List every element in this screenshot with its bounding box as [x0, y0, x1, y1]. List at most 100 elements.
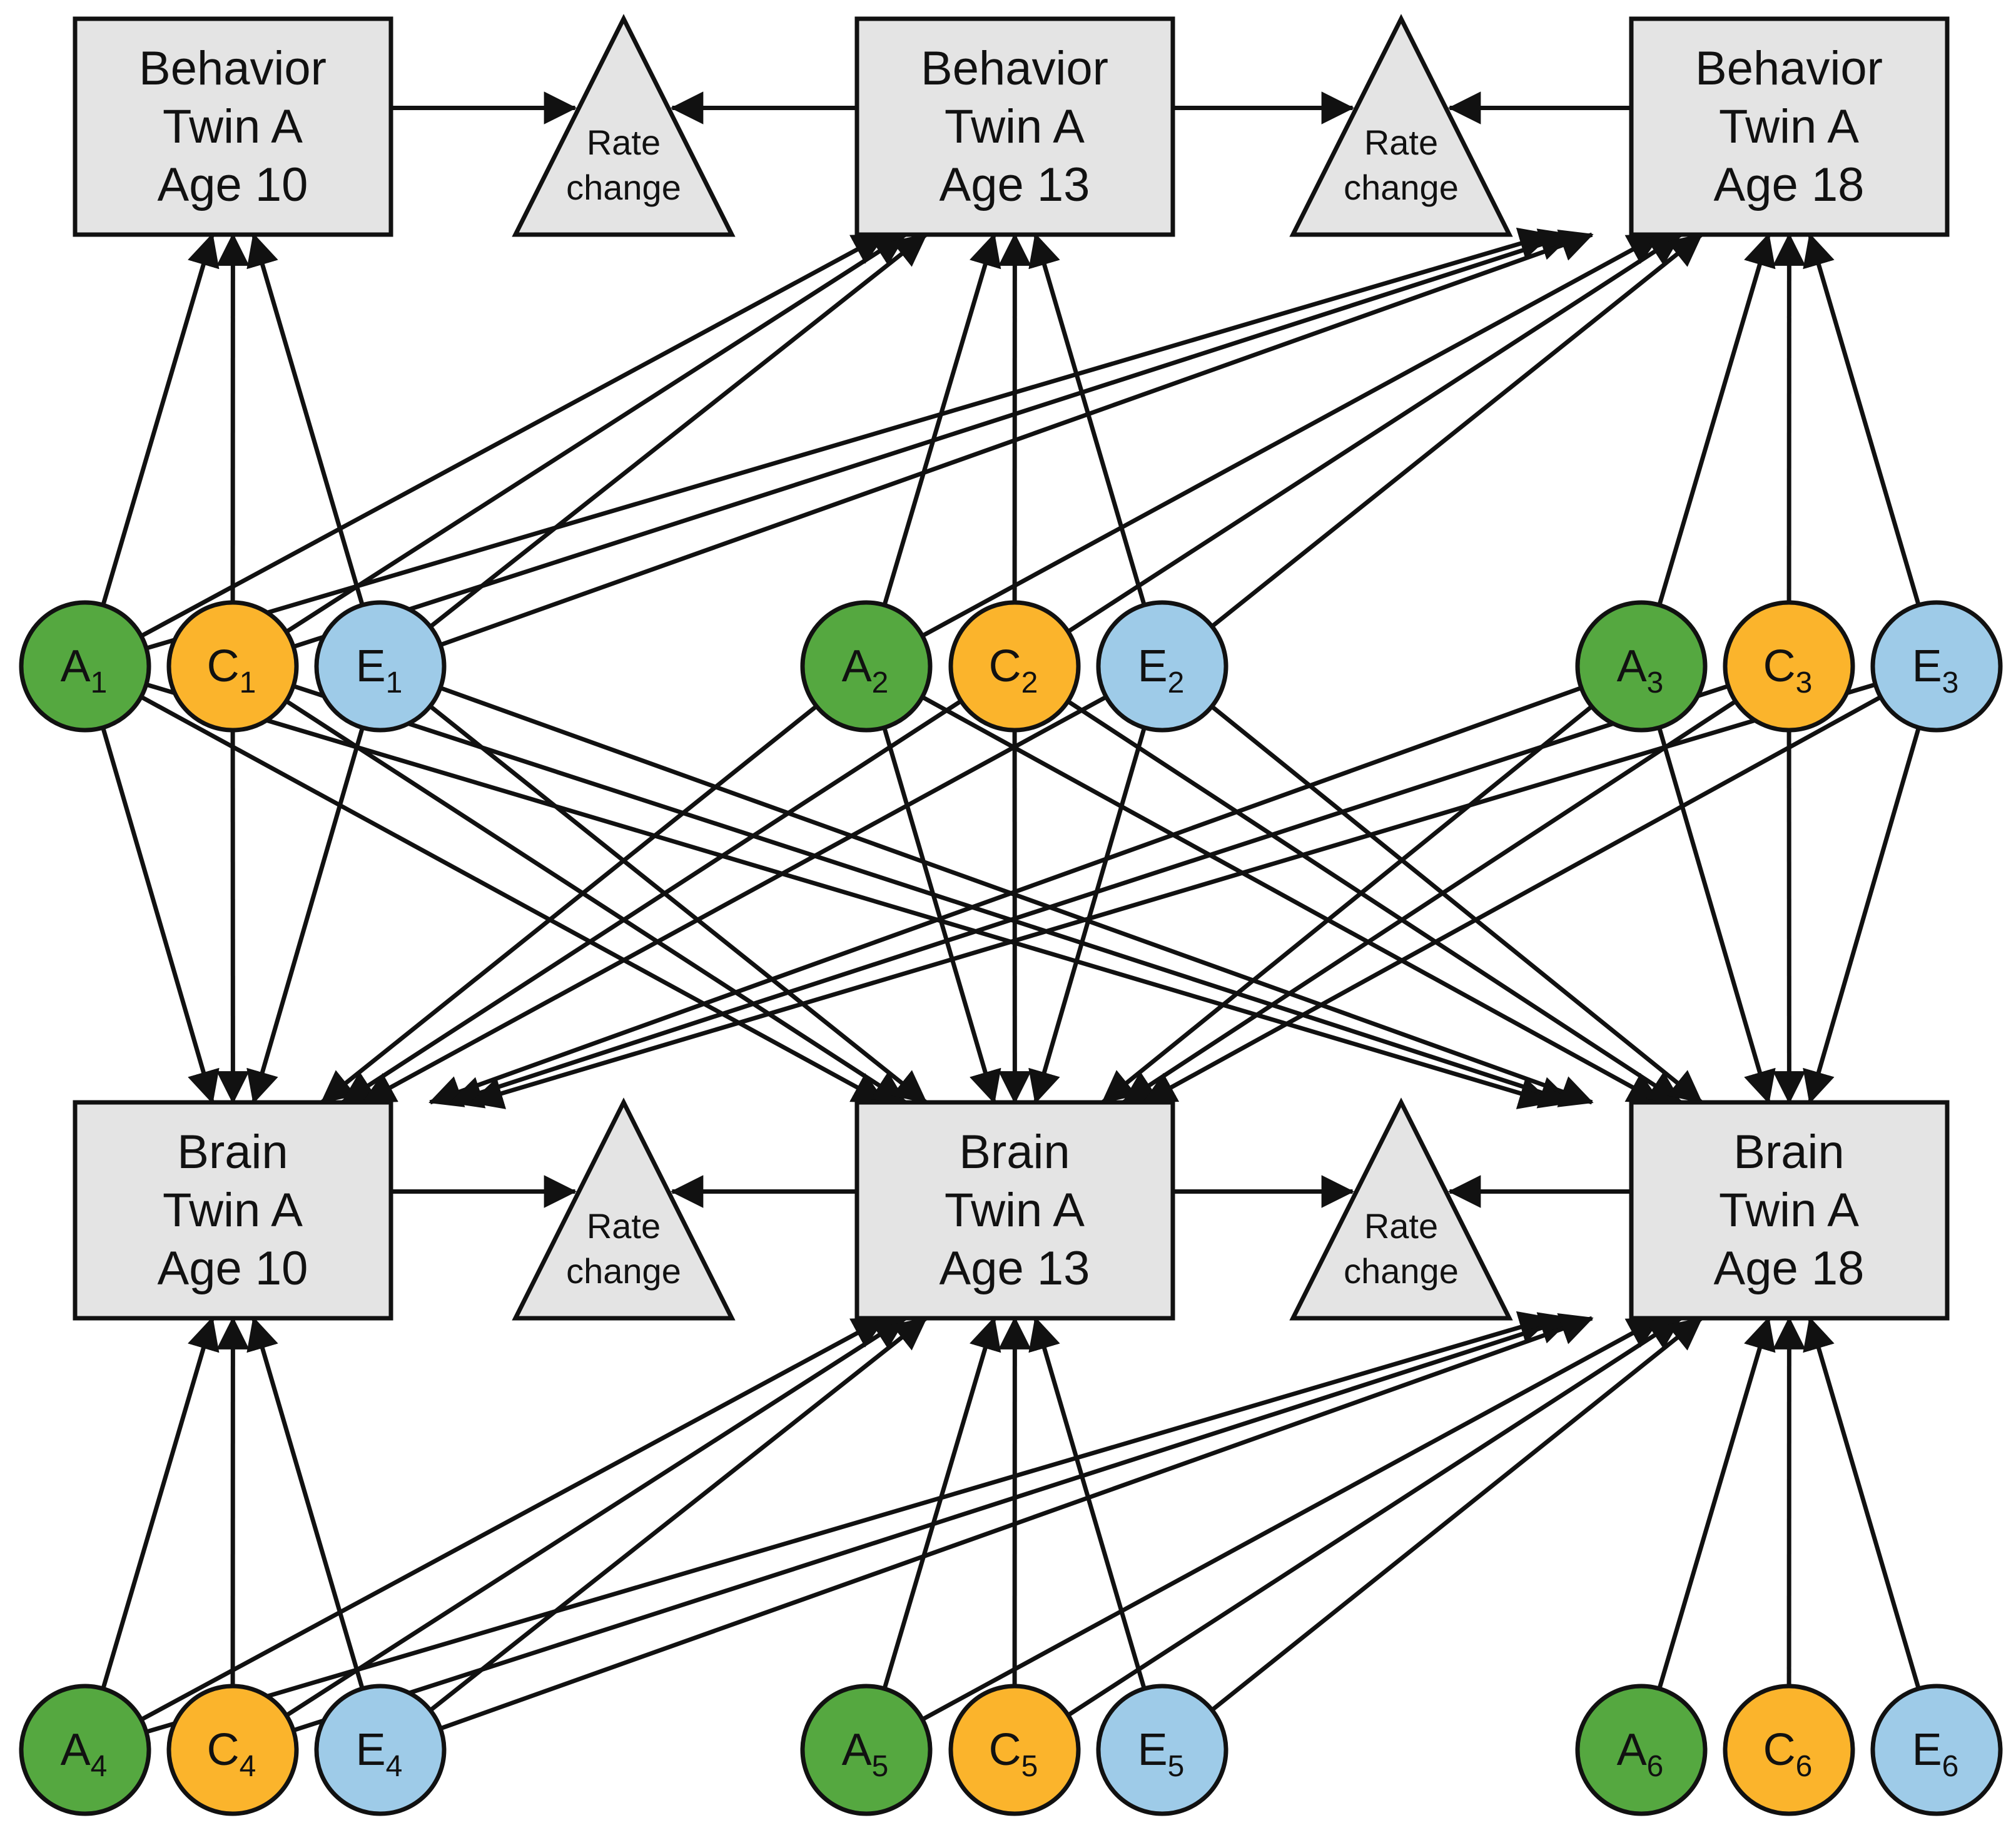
factor-letter: C [989, 1725, 1021, 1775]
factor-label: E1 [356, 641, 403, 699]
box-label-line-2: Twin A [945, 100, 1085, 153]
factor-e2: E2 [1096, 600, 1228, 733]
path-arrow-c4-to-r13 [285, 1316, 907, 1717]
rate-change-triangle-behavior-10-13: Rate change [512, 14, 736, 237]
path-arrow-a4-to-r10 [101, 1316, 220, 1690]
factor-subscript: 3 [1796, 666, 1813, 699]
path-arrow-e3-to-r13 [1142, 695, 1882, 1105]
rate-label-line-2: change [1344, 168, 1459, 207]
factor-label: A6 [1617, 1725, 1664, 1783]
path-arrow-c3-to-r10 [449, 684, 1730, 1109]
factor-subscript: 2 [1021, 666, 1038, 699]
path-arrow-e3-to-r18 [1803, 726, 1921, 1104]
path-arrow-e2-to-b13 [1028, 233, 1147, 606]
path-arrow-c3-to-r13 [1122, 699, 1737, 1104]
box-label-line-2: Twin A [1719, 100, 1859, 153]
factor-circle [1575, 600, 1708, 733]
factor-e4: E4 [314, 1684, 447, 1816]
factor-circle [314, 1684, 447, 1816]
factor-letter: A [842, 1725, 872, 1775]
factor-label: A1 [61, 641, 108, 699]
factor-a2: A2 [800, 600, 933, 733]
factor-circle [1723, 1684, 1855, 1816]
factor-label: C2 [989, 641, 1038, 699]
factor-e3: E3 [1870, 600, 2003, 733]
path-arrow-a3-to-r10 [428, 686, 1583, 1107]
factor-label: C1 [207, 641, 256, 699]
factor-a6: A6 [1575, 1684, 1708, 1816]
factor-circle [1575, 1684, 1708, 1816]
path-arrow-e2-to-r10 [362, 694, 1108, 1105]
factor-subscript: 4 [240, 1750, 256, 1783]
factor-circle [800, 600, 933, 733]
box-label-line-1: Brain [177, 1126, 288, 1179]
box-label-line-2: Twin A [163, 100, 303, 153]
factor-subscript: 1 [91, 666, 108, 699]
path-arrow-e5-to-r13 [1028, 1316, 1147, 1690]
path-arrow-a2-to-b13 [882, 233, 1001, 606]
factor-letter: A [61, 641, 91, 691]
path-arrow-a1-to-r13 [139, 694, 886, 1105]
path-arrow-e5-to-r18 [1210, 1316, 1703, 1712]
factor-c3: C3 [1723, 600, 1855, 733]
factor-subscript: 6 [1796, 1750, 1813, 1783]
factor-subscript: 5 [1168, 1750, 1185, 1783]
factor-subscript: 1 [386, 666, 403, 699]
path-arrow-a2-to-b18 [921, 232, 1662, 638]
path-arrow-a1-to-b13 [140, 232, 886, 638]
path-arrow-e1-to-b13 [428, 233, 928, 629]
path-arrow-e2-to-r13 [1028, 726, 1147, 1104]
path-arrow-c2-to-r10 [341, 699, 963, 1104]
factor-letter: E [1138, 1725, 1168, 1775]
factor-letter: C [989, 641, 1021, 691]
box-label-line-1: Behavior [921, 42, 1108, 95]
factor-circle [948, 1684, 1081, 1816]
factor-subscript: 3 [1647, 666, 1664, 699]
path-arrow-e1-to-b10 [246, 233, 365, 606]
behavior-age-18-box: Behavior Twin A Age 18 [1629, 16, 1950, 237]
path-arrow-a3-to-r13 [1101, 704, 1593, 1104]
path-arrow-a6-to-r18 [1657, 1316, 1776, 1690]
factor-a1: A1 [19, 600, 151, 733]
factor-letter: C [207, 641, 240, 691]
factor-c2: C2 [948, 600, 1081, 733]
path-arrow-c1-to-b13 [285, 233, 907, 634]
factor-subscript: 6 [1647, 1750, 1664, 1783]
path-arrow-a1-to-r18 [145, 682, 1553, 1109]
box-label-line-2: Twin A [163, 1184, 303, 1237]
path-arrow-c2-to-b18 [1066, 233, 1683, 634]
factor-e5: E5 [1096, 1684, 1228, 1816]
factor-letter: E [356, 1725, 386, 1775]
rate-label-line-1: Rate [587, 1206, 661, 1246]
box-label-line-1: Behavior [1695, 42, 1883, 95]
factor-letter: A [1617, 641, 1647, 691]
path-arrow-a5-to-r13 [882, 1316, 1001, 1690]
path-arrow-a3-to-r18 [1657, 726, 1776, 1104]
box-label-line-3: Age 10 [158, 1242, 308, 1295]
factor-label: A5 [842, 1725, 889, 1783]
box-label-line-2: Twin A [945, 1184, 1085, 1237]
path-arrow-a2-to-r13 [882, 726, 1001, 1104]
factor-circle [19, 600, 151, 733]
factor-circle [948, 600, 1081, 733]
factor-label: C4 [207, 1725, 256, 1783]
path-arrow-a3-to-b18 [1657, 233, 1776, 606]
factor-letter: A [61, 1725, 91, 1775]
factor-circle [166, 600, 299, 733]
path-arrow-e4-to-r13 [428, 1316, 928, 1712]
factor-label: E5 [1138, 1725, 1185, 1783]
path-arrow-e3-to-r10 [470, 682, 1877, 1109]
factor-letter: E [1912, 641, 1942, 691]
factor-label: E3 [1912, 641, 1959, 699]
box-label-line-1: Brain [1733, 1126, 1844, 1179]
factor-letter: E [1138, 641, 1168, 691]
rate-change-triangle-brain-10-13: Rate change [512, 1097, 736, 1321]
factor-label: E2 [1138, 641, 1185, 699]
rate-change-triangle-brain-13-18: Rate change [1289, 1097, 1513, 1321]
path-arrow-e4-to-r10 [246, 1316, 365, 1690]
factor-label: C3 [1763, 641, 1813, 699]
factor-label: C6 [1763, 1725, 1813, 1783]
factor-label: A3 [1617, 641, 1664, 699]
path-arrow-a4-to-r18 [145, 1311, 1553, 1734]
factor-e6: E6 [1870, 1684, 2003, 1816]
